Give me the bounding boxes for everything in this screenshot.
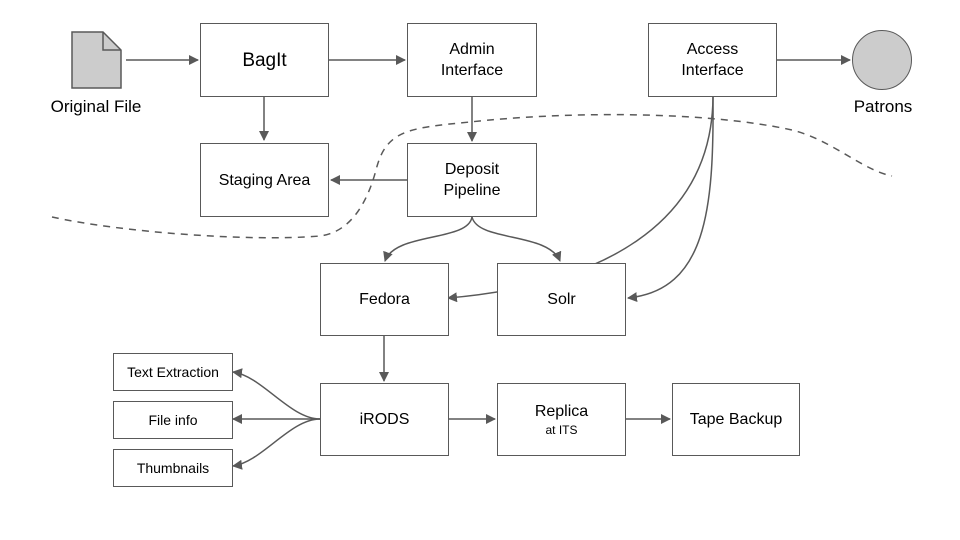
- edge-deposit-pipeline-to-fedora: [383, 216, 473, 262]
- solr-label: Solr: [547, 291, 576, 308]
- deposit-pipeline-label-line-1: Deposit: [444, 161, 500, 178]
- document-icon: [71, 31, 122, 89]
- solr-box: Solr: [497, 263, 626, 336]
- access-interface-label-line-2: Interface: [681, 62, 744, 79]
- tape-backup-box: Tape Backup: [672, 383, 800, 456]
- admin-interface-label-line-2: Interface: [440, 62, 504, 79]
- admin-interface-box: Admin Interface: [407, 23, 537, 97]
- file-info-label: File info: [148, 411, 198, 428]
- original-file-label: Original File: [50, 97, 142, 116]
- fedora-label: Fedora: [359, 291, 410, 308]
- file-info-box: File info: [113, 401, 233, 439]
- irods-label: iRODS: [359, 411, 410, 428]
- thumbnails-label: Thumbnails: [136, 459, 210, 476]
- edge-irods-to-thumbnails: [232, 418, 321, 470]
- staging-area-label: Staging Area: [218, 171, 311, 189]
- replica-box: Replica at ITS: [497, 383, 626, 456]
- edge-irods-to-text-extraction: [232, 368, 321, 420]
- access-interface-box: Access Interface: [648, 23, 777, 97]
- circle-icon: [852, 30, 912, 90]
- replica-label: Replica: [534, 403, 589, 420]
- admin-interface-label-line-1: Admin: [449, 41, 495, 58]
- edge-deposit-pipeline-to-solr: [471, 216, 562, 262]
- bagit-box: BagIt: [200, 23, 329, 97]
- bagit-label: BagIt: [242, 49, 287, 71]
- text-extraction-label: Text Extraction: [127, 363, 219, 380]
- replica-sublabel: at ITS: [545, 423, 578, 437]
- edge-access-interface-to-solr: [627, 96, 714, 303]
- boundary-dashed-curve: [51, 113, 893, 239]
- staging-area-box: Staging Area: [200, 143, 329, 217]
- deposit-pipeline-label-line-2: Pipeline: [443, 182, 501, 199]
- text-extraction-box: Text Extraction: [113, 353, 233, 391]
- tape-backup-label: Tape Backup: [689, 411, 783, 428]
- patrons-label: Patrons: [853, 97, 913, 116]
- deposit-pipeline-box: Deposit Pipeline: [407, 143, 537, 217]
- irods-box: iRODS: [320, 383, 449, 456]
- thumbnails-box: Thumbnails: [113, 449, 233, 487]
- fedora-box: Fedora: [320, 263, 449, 336]
- access-interface-label-line-1: Access: [686, 41, 739, 58]
